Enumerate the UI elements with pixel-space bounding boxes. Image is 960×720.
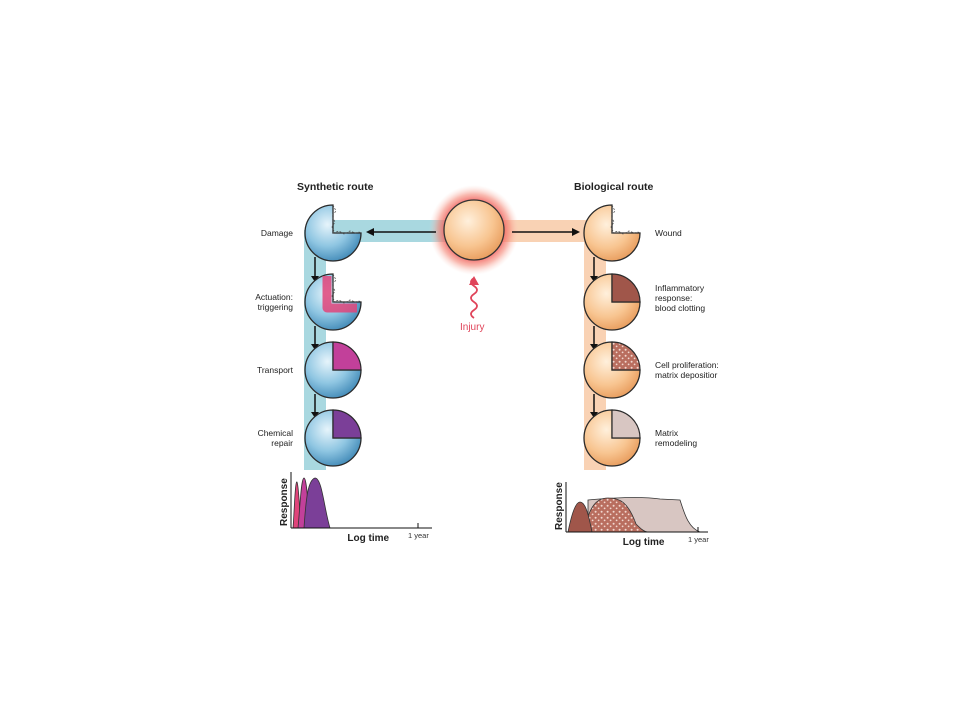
arrow-to-synthetic: [366, 228, 436, 236]
synthetic-plot-y-label: Response: [279, 478, 290, 526]
biological-down-arrow-2: [590, 326, 598, 350]
clot-peak: [567, 501, 593, 533]
synthetic-step-3: Transport: [257, 341, 362, 418]
proliferation-curve: [582, 497, 649, 533]
trigger-crack: [322, 276, 357, 313]
injury-label: Injury: [460, 322, 484, 333]
synthetic-plot-x-label: Log time: [347, 533, 389, 544]
biological-step-label-1: Wound: [655, 228, 682, 238]
biological-route-title: Biological route: [574, 181, 654, 193]
remodel-fill: [611, 409, 641, 439]
synthetic-steps: DamageActuation:triggeringTransportChemi…: [255, 204, 362, 467]
biological-plot-y-label: Response: [554, 482, 565, 530]
biological-plot-year-label: 1 year: [688, 535, 709, 544]
biological-band-horizontal: [500, 220, 605, 242]
biological-plot-x-label: Log time: [623, 537, 665, 548]
biological-down-arrow-1: [590, 257, 598, 282]
synthetic-step-2: Actuation:triggering: [255, 273, 362, 350]
injury-squiggle-icon: [469, 276, 479, 319]
proliferation-fill: [611, 341, 641, 371]
synthetic-step-label-1: Damage: [261, 228, 293, 238]
central-sphere: [443, 199, 505, 261]
biological-step-3: Cell proliferation:matrix depositior: [583, 341, 719, 418]
repair-fill: [332, 409, 362, 439]
clot-fill: [611, 273, 641, 303]
synthetic-route-title: Synthetic route: [297, 181, 374, 193]
synthetic-step-label-2: Actuation:triggering: [255, 292, 293, 312]
synthetic-step-1: Damage: [261, 204, 362, 282]
synthetic-down-arrow-2: [311, 326, 319, 350]
repair-peak: [303, 477, 331, 529]
arrow-to-biological: [512, 228, 580, 236]
biological-down-arrow-3: [590, 394, 598, 418]
synthetic-down-arrow-3: [311, 394, 319, 418]
transport-fill: [332, 341, 362, 371]
biological-step-label-3: Cell proliferation:matrix depositior: [655, 360, 719, 380]
synthetic-step-label-3: Transport: [257, 365, 294, 375]
biological-step-1: Wound: [583, 204, 682, 282]
synthetic-plot-year-label: 1 year: [408, 531, 429, 540]
synthetic-down-arrow-1: [311, 257, 319, 282]
